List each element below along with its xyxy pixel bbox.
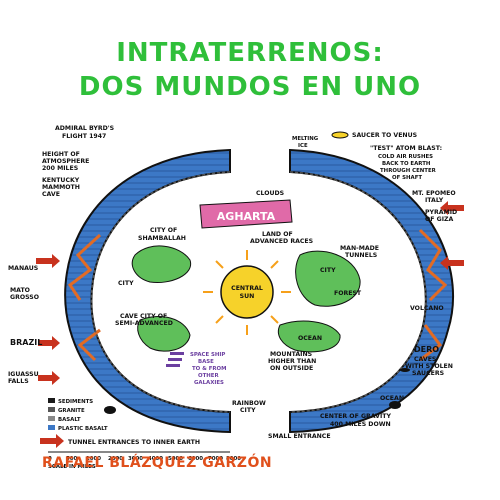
saucer-icon — [400, 368, 410, 372]
label-height: HEIGHT OF — [42, 151, 80, 158]
label-other: OTHER — [198, 373, 219, 379]
label-mammoth: MAMMOTH — [42, 184, 80, 191]
label-manaus: MANAUS — [8, 265, 38, 272]
agharta-banner — [199, 199, 293, 229]
label-to-from: TO & FROM — [192, 366, 227, 372]
label-rainbow-city: CITY — [240, 407, 256, 414]
legend-plastic-basalt: PLASTIC BASALT — [58, 426, 108, 432]
label-forest: FOREST — [334, 290, 362, 297]
label-man-made: MAN-MADE — [340, 245, 379, 252]
label-higher-than: HIGHER THAN — [268, 358, 316, 365]
label-with-stolen: WITH STOLEN — [405, 363, 453, 370]
label-galaxies: GALAXIES — [194, 380, 224, 386]
label-italy: ITALY — [425, 197, 444, 204]
scale-tick: 0 — [48, 456, 52, 462]
agharta-label: AGHARTA — [217, 210, 276, 223]
label-back-to-earth: BACK TO EARTH — [382, 161, 431, 167]
saucer-icon — [331, 131, 349, 139]
label-kentucky: KENTUCKY — [42, 177, 80, 184]
scale-tick: 8000 — [226, 456, 241, 462]
label-dero: DERO — [414, 345, 439, 354]
land-lower-left — [137, 316, 191, 352]
label-brazil: BRAZIL — [10, 338, 42, 347]
label-grosso: GROSSO — [10, 294, 39, 301]
label-rainbow: RAINBOW — [232, 400, 266, 407]
label-ocean-outer: OCEAN — [380, 395, 404, 402]
tunnel-arrow-icon — [36, 201, 464, 448]
label-mountains: MOUNTAINS — [270, 351, 312, 358]
label-small-entrance: SMALL ENTRANCE — [268, 433, 331, 440]
label-city-of: CITY OF — [150, 227, 177, 234]
label-tunnels: TUNNELS — [345, 252, 377, 259]
label-semi-advanced: SEMI-ADVANCED — [115, 320, 173, 327]
label-cave-city: CAVE CITY OF — [120, 313, 167, 320]
land-forest — [295, 250, 361, 307]
label-volcano: VOLCANO — [410, 305, 444, 312]
label-atom-blast: "TEST" ATOM BLAST: — [370, 145, 442, 152]
central-sun-label-2: SUN — [240, 293, 255, 300]
label-advanced-races: ADVANCED RACES — [250, 238, 313, 245]
label-iguassu: IGUASSU — [8, 371, 39, 378]
label-caves: CAVES — [414, 356, 436, 363]
label-land-of: LAND OF — [262, 231, 293, 238]
author-name: RAFAEL BLÁZQUEZ GARZÓN — [42, 455, 273, 471]
label-on-outside: ON OUTSIDE — [270, 365, 313, 372]
label-shamballah: SHAMBALLAH — [138, 235, 186, 242]
lava-right — [418, 228, 448, 362]
label-cold-air: COLD AIR RUSHES — [378, 154, 433, 160]
lava-left — [67, 233, 102, 362]
scale-tick: 500 — [66, 456, 78, 462]
label-tunnel-entrances: TUNNEL ENTRANCES TO INNER EARTH — [68, 439, 200, 446]
label-ice: ICE — [298, 143, 308, 149]
label-admiral-byrd-year: FLIGHT 1947 — [62, 133, 106, 140]
label-cave: CAVE — [42, 191, 60, 198]
label-mato: MATO — [10, 287, 30, 294]
land-shamballah — [131, 245, 192, 284]
space-ship-base-icon — [166, 352, 184, 367]
label-city-right: CITY — [320, 267, 336, 274]
label-base: BASE — [198, 359, 214, 365]
label-height-miles: 200 MILES — [42, 165, 78, 172]
label-melting: MELTING — [292, 136, 319, 142]
label-giza: OF GIZA — [425, 216, 454, 223]
scale-tick: 4000 — [148, 456, 163, 462]
scale-tick: 7000 — [208, 456, 223, 462]
legend-granite: GRANITE — [58, 408, 85, 414]
title-line-1: INTRATERRENOS: — [116, 38, 384, 68]
scale-tick: 5000 — [168, 456, 183, 462]
legend-sediments: SEDIMENTS — [58, 399, 93, 405]
label-epomeo: MT. EPOMEO — [412, 190, 456, 197]
scale-tick: 2000 — [108, 456, 123, 462]
label-saucer-venus: SAUCER TO VENUS — [352, 132, 417, 139]
label-saucers: SAUCERS — [412, 370, 444, 377]
scale-bar: 0 500 1000 2000 3000 4000 5000 6000 7000… — [48, 451, 241, 470]
label-pyramid: PYRAMID — [425, 209, 457, 216]
label-center-gravity: CENTER OF GRAVITY — [320, 413, 391, 420]
scale-label: SCALE IN MILES — [48, 464, 96, 470]
central-sun-label-1: CENTRAL — [231, 285, 263, 292]
legend: SEDIMENTS GRANITE BASALT PLASTIC BASALT — [48, 398, 108, 432]
label-atmosphere: ATMOSPHERE — [42, 158, 89, 165]
scale-tick: 3000 — [128, 456, 143, 462]
label-admiral-byrd: ADMIRAL BYRD'S — [55, 125, 114, 132]
label-space-ship: SPACE SHIP — [190, 352, 225, 358]
central-sun — [203, 250, 291, 335]
land-mountains — [277, 320, 341, 353]
label-through-center: THROUGH CENTER — [380, 168, 437, 174]
label-of-shaft: OF SHAFT — [392, 175, 422, 181]
label-clouds: CLOUDS — [256, 190, 284, 197]
label-falls: FALLS — [8, 378, 29, 385]
scale-tick: 1000 — [86, 456, 101, 462]
title-line-2: DOS MUNDOS EN UNO — [78, 72, 422, 102]
label-ocean-inner: OCEAN — [298, 335, 322, 342]
legend-basalt: BASALT — [58, 417, 81, 423]
label-400-miles: 400 MILES DOWN — [330, 421, 391, 428]
label-city-left: CITY — [118, 280, 134, 287]
scale-tick: 6000 — [188, 456, 203, 462]
